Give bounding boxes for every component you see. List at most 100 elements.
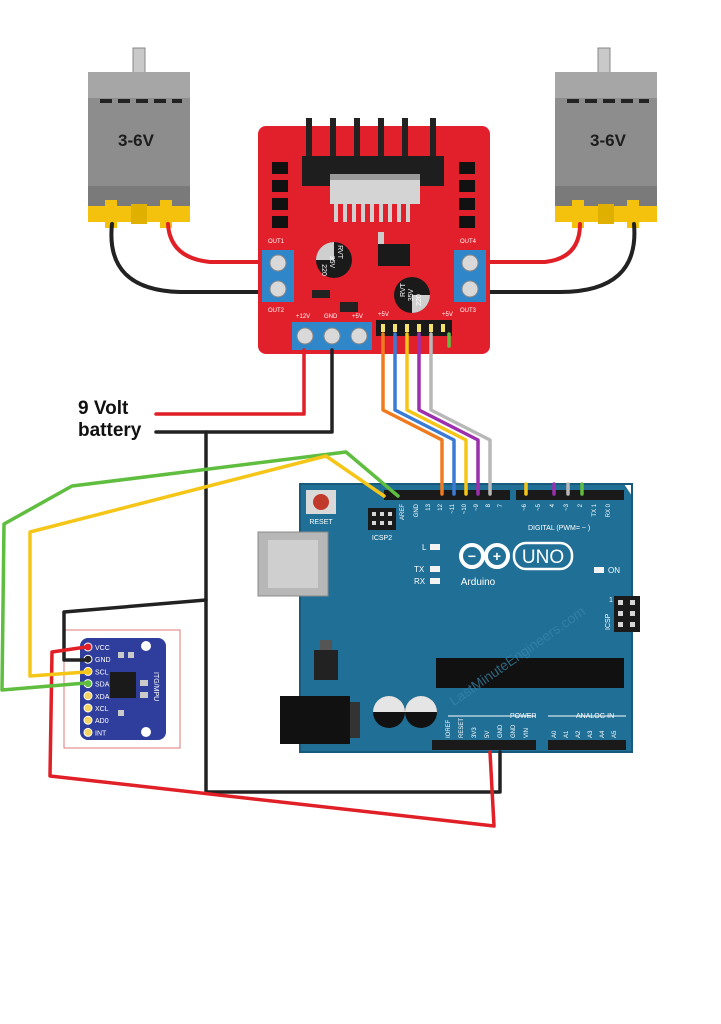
on-label: ON — [608, 566, 620, 575]
label-out3: OUT3 — [460, 308, 477, 314]
mpu-pin-label: XCL — [95, 706, 109, 713]
mpu-pin-hole — [83, 715, 93, 725]
model-label: UNO — [522, 547, 564, 568]
terminal-out1-out2 — [262, 250, 294, 302]
label-12v: +12V — [296, 314, 310, 320]
power-pin-label: 5V — [485, 731, 491, 738]
svg-text:35V: 35V — [328, 256, 335, 269]
mpu-chip-label: ITG/MPU — [152, 672, 159, 701]
mpu-pin-label: AD0 — [95, 718, 109, 725]
mpu-pin-label: SDA — [95, 682, 110, 689]
power-pin-label: 3V3 — [472, 727, 478, 738]
motor-left-label: 3-6V — [118, 131, 155, 150]
power-pin-label: RESET — [459, 718, 465, 738]
analog-pin-label: A5 — [612, 730, 618, 738]
analog-pin-label: A0 — [552, 730, 558, 738]
power-pin-label: GND — [511, 724, 517, 738]
digital-pin-label: 7 — [498, 503, 504, 507]
mpu-pin-hole — [83, 703, 93, 713]
digital-pin-label: 2 — [578, 503, 584, 507]
label-5v: +5V — [352, 314, 363, 320]
svg-text:RVT: RVT — [400, 282, 407, 297]
terminal-out3-out4 — [454, 250, 486, 302]
battery-label-line1: 9 Volt — [78, 398, 129, 419]
mpu-pin-hole — [83, 691, 93, 701]
label-gnd: GND — [324, 314, 338, 320]
digital-pin-label: ~3 — [564, 503, 570, 511]
wire-yellow — [405, 332, 468, 496]
wire-mpu-sda — [0, 450, 400, 692]
driver-header — [376, 320, 452, 336]
digital-pin-label: GND — [414, 503, 420, 517]
analog-pin-label: A4 — [600, 730, 606, 738]
l298n-driver: RVT 35V 220 RVT 35V 220 — [258, 118, 490, 354]
analog-pin-label: A2 — [576, 730, 582, 738]
power-pin-label: GND — [498, 724, 504, 738]
label-out2: OUT2 — [268, 308, 285, 314]
led-tx-label: TX — [414, 565, 425, 574]
label-en-left: +5V — [378, 312, 389, 318]
wire-mpu-gnd — [62, 598, 208, 662]
wires — [0, 332, 584, 828]
motor-right-label: 3-6V — [590, 131, 627, 150]
led-l-label: L — [422, 543, 427, 552]
digital-pin-label: 12 — [438, 503, 444, 510]
logo-minus: − — [468, 548, 476, 564]
reset-label: RESET — [309, 519, 333, 526]
reset-button[interactable] — [306, 490, 336, 514]
label-out4: OUT4 — [460, 239, 477, 245]
power-pin-label: IOREF — [446, 719, 452, 738]
wire-ground-trunk — [204, 430, 502, 794]
motor-wires — [109, 222, 637, 294]
brand-label: Arduino — [461, 577, 496, 588]
mpu-pin-label: INT — [95, 730, 107, 737]
terminal-power — [292, 322, 372, 350]
wire-mpu-scl — [28, 454, 386, 678]
icsp2-label: ICSP2 — [372, 535, 392, 542]
svg-text:220: 220 — [320, 264, 327, 276]
wire-battery-negative — [154, 348, 334, 434]
motor-left: 3-6V — [88, 47, 190, 228]
capacitor-right: RVT 35V 220 — [394, 277, 430, 313]
mpu-pin-label: XDA — [95, 694, 110, 701]
wire-mpu-vcc — [48, 645, 496, 828]
capacitor-left: RVT 35V 220 — [316, 242, 352, 278]
digital-label: DIGITAL (PWM= ~ ) — [528, 525, 590, 532]
power-pin-label: VIN — [524, 728, 530, 738]
wire-battery-positive — [154, 348, 306, 416]
digital-pin-label: ~9 — [474, 503, 480, 511]
svg-text:220: 220 — [416, 294, 423, 306]
digital-pin-label: TX 1 — [592, 503, 598, 516]
svg-text:35V: 35V — [408, 288, 415, 301]
wire-purple — [417, 332, 480, 496]
digital-pin-label: 13 — [426, 503, 432, 510]
led-rx-label: RX — [414, 577, 426, 586]
mpu-pin-hole — [83, 727, 93, 737]
digital-pin-label: 8 — [486, 503, 492, 507]
battery-label-line2: battery — [78, 420, 142, 441]
digital-pin-label: ~10 — [462, 503, 468, 514]
analog-pin-label: A3 — [588, 730, 594, 738]
digital-pin-label: AREF — [400, 504, 406, 520]
digital-pin-label: RX 0 — [606, 503, 612, 517]
icsp-label: ICSP — [605, 613, 612, 630]
digital-pin-label: ~11 — [450, 503, 456, 513]
mpu-pin-label: VCC — [95, 645, 110, 652]
analog-pin-label: A1 — [564, 730, 570, 738]
label-en-right: +5V — [442, 312, 453, 318]
wire-blue — [393, 332, 456, 496]
arduino-logo — [459, 543, 510, 569]
motor-right: 3-6V — [555, 47, 657, 228]
icsp-num: 1 — [609, 597, 613, 604]
mpu-pin-label: SCL — [95, 669, 109, 676]
battery-label: 9 Volt battery — [78, 398, 141, 442]
wire-orange — [381, 332, 444, 496]
wire-gray — [429, 332, 492, 496]
digital-pin-label: ~5 — [536, 503, 542, 511]
digital-pin-label: 4 — [550, 503, 556, 507]
mpu-pin-label: GND — [95, 657, 111, 664]
digital-header — [384, 490, 624, 500]
